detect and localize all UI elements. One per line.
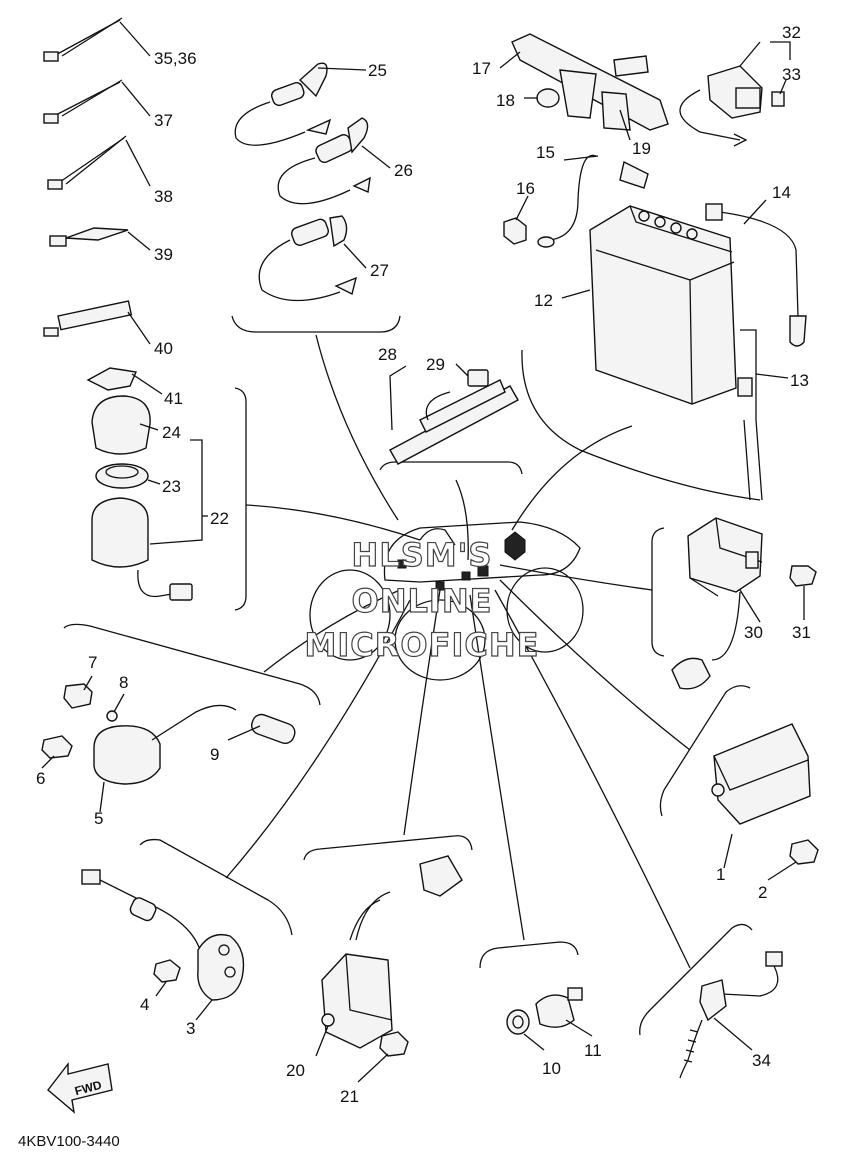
watermark-line-3: MICROFICHE bbox=[305, 626, 540, 664]
fwd-label: FWD bbox=[73, 1078, 103, 1099]
callout-12: 12 bbox=[534, 291, 553, 310]
callout-1: 1 bbox=[716, 865, 725, 884]
callout-9: 9 bbox=[210, 745, 219, 764]
callout-11: 11 bbox=[584, 1041, 602, 1060]
callout-33: 33 bbox=[782, 65, 801, 84]
callout-21: 21 bbox=[340, 1087, 359, 1106]
stop-switch bbox=[679, 951, 783, 1079]
callout-3: 3 bbox=[186, 1019, 195, 1038]
callout-10: 10 bbox=[542, 1059, 561, 1078]
callout-39: 39 bbox=[154, 245, 173, 264]
callout-17: 17 bbox=[472, 59, 491, 78]
callout-23: 23 bbox=[162, 477, 181, 496]
watermark-line-1: HLSM'S bbox=[352, 536, 493, 574]
callout-40: 40 bbox=[154, 339, 173, 358]
battery bbox=[503, 154, 807, 501]
cable-ties bbox=[43, 17, 133, 337]
callout-labels: 1 2 3 4 5 6 7 8 9 10 11 12 13 14 15 16 1… bbox=[36, 23, 811, 1106]
thermo-switch bbox=[506, 987, 583, 1035]
callout-37: 37 bbox=[154, 111, 173, 130]
voltage-regulator bbox=[321, 855, 463, 1057]
wiring-harness bbox=[389, 369, 519, 465]
callout-16: 16 bbox=[516, 179, 535, 198]
callout-31: 31 bbox=[792, 623, 811, 642]
main-switch bbox=[86, 367, 193, 601]
ignition-coil bbox=[41, 683, 296, 785]
callout-4: 4 bbox=[140, 995, 149, 1014]
watermark-line-2: ONLINE bbox=[352, 582, 493, 620]
callout-14: 14 bbox=[772, 183, 791, 202]
callout-18: 18 bbox=[496, 91, 515, 110]
callout-13: 13 bbox=[790, 371, 809, 390]
callout-6: 6 bbox=[36, 769, 45, 788]
starter-relay bbox=[679, 65, 785, 147]
cdi-unit bbox=[711, 723, 819, 865]
group-brackets bbox=[63, 315, 761, 1036]
callout-32: 32 bbox=[782, 23, 801, 42]
callout-24: 24 bbox=[162, 423, 181, 442]
callout-28: 28 bbox=[378, 345, 397, 364]
battery-bracket bbox=[511, 33, 669, 131]
callout-35-36: 35,36 bbox=[154, 49, 197, 68]
pickup-coil bbox=[81, 869, 245, 1001]
callout-22: 22 bbox=[210, 509, 229, 528]
callout-15: 15 bbox=[536, 143, 555, 162]
diagram-code: 4KBV100-3440 bbox=[18, 1133, 120, 1150]
spark-plug-caps bbox=[234, 62, 371, 302]
callout-19: 19 bbox=[632, 139, 651, 158]
callout-5: 5 bbox=[94, 809, 103, 828]
callout-29: 29 bbox=[426, 355, 445, 374]
callout-26: 26 bbox=[394, 161, 413, 180]
callout-20: 20 bbox=[286, 1061, 305, 1080]
leader-lines bbox=[225, 334, 691, 969]
callout-27: 27 bbox=[370, 261, 389, 280]
rectifier-regulator bbox=[671, 517, 817, 690]
fwd-arrow-icon: FWD bbox=[47, 1061, 113, 1114]
callout-7: 7 bbox=[88, 653, 97, 672]
callout-38: 38 bbox=[154, 187, 173, 206]
callout-41: 41 bbox=[164, 389, 183, 408]
watermark: HLSM'S ONLINE MICROFICHE bbox=[304, 535, 540, 664]
callout-leaders bbox=[41, 21, 805, 1083]
vehicle-silhouette bbox=[309, 521, 584, 681]
callout-2: 2 bbox=[758, 883, 767, 902]
callout-30: 30 bbox=[744, 623, 763, 642]
callout-34: 34 bbox=[752, 1051, 771, 1070]
callout-8: 8 bbox=[119, 673, 128, 692]
callout-25: 25 bbox=[368, 61, 387, 80]
